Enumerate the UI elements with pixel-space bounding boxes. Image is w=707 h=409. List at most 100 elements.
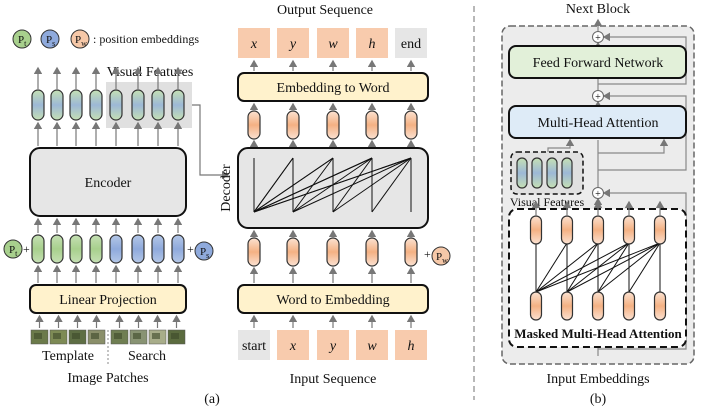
attention-line	[535, 242, 599, 293]
decoder-input-embedding	[326, 237, 340, 267]
encoder-side: Visual Features Encoder Pt + + Ps Linear…	[3, 65, 214, 386]
input-token: x	[289, 339, 297, 354]
add-icon	[592, 31, 604, 43]
encoder-output-token	[151, 89, 165, 121]
feed-forward-box	[508, 45, 687, 79]
block-visual-features-label: Visual Features	[510, 195, 585, 209]
patch-detail	[171, 333, 179, 339]
attention-line	[292, 157, 412, 213]
decoder-output-embedding	[286, 110, 300, 140]
attention-line	[332, 157, 412, 213]
ps-label: Ps	[200, 246, 209, 260]
masked-attention-output-token	[591, 215, 605, 245]
search-position-embedding	[194, 241, 214, 261]
patch-detail	[133, 333, 141, 339]
decoder-output-embedding	[365, 110, 379, 140]
encoder-output-token	[69, 89, 83, 121]
image-patches-label: Image Patches	[67, 371, 148, 386]
pt-label: Pt	[9, 244, 18, 258]
patch-detail	[114, 333, 122, 339]
encoder-output-token	[109, 89, 123, 121]
masked-attention-input-token	[591, 291, 605, 321]
word-position-icon	[70, 29, 90, 49]
template-token	[69, 234, 83, 264]
image-patches	[30, 314, 186, 345]
template-token	[89, 234, 103, 264]
encoder-label: Encoder	[85, 176, 132, 191]
encoder-output-token	[131, 89, 145, 121]
input-token-box	[238, 330, 270, 360]
block-visual-token	[516, 157, 528, 189]
input-token: y	[328, 339, 337, 354]
output-token-box	[395, 28, 427, 58]
patch-detail	[53, 333, 61, 339]
add-symbol: +	[595, 189, 601, 200]
masked-attention-input-token	[529, 291, 543, 321]
template-position-icon	[12, 29, 32, 49]
word-to-embedding-box	[237, 284, 429, 314]
template-label: Template	[42, 349, 94, 364]
add-nodes: + + +	[592, 31, 604, 200]
masked-attention-output-token	[560, 215, 574, 245]
block-side: Next Block + + + Feed Forward Network	[501, 2, 695, 387]
decoder-output-embedding	[326, 110, 340, 140]
encoder-output-tokens	[31, 66, 185, 146]
attention-line	[597, 242, 661, 293]
attention-line	[566, 242, 661, 293]
masked-attention-input-token	[653, 291, 667, 321]
encoder-output-token	[31, 89, 45, 121]
add-symbol: +	[595, 33, 601, 44]
decoder-input-embedding	[404, 237, 418, 267]
features-to-decoder-arrow	[192, 104, 230, 180]
block-visual-token	[531, 157, 543, 189]
linear-projection-label: Linear Projection	[59, 293, 157, 308]
decoder-label: Decoder	[219, 164, 234, 212]
decoder-output-embeddings	[247, 102, 418, 147]
patch-detail	[72, 333, 80, 339]
attention-line	[253, 157, 373, 213]
embedding-to-word-box	[237, 72, 429, 102]
block-visual-token	[546, 157, 558, 189]
output-token: h	[369, 37, 376, 52]
search-position-icon	[40, 29, 60, 49]
encoder-output-token	[171, 89, 185, 121]
output-token: y	[288, 37, 297, 52]
encoder-output-token	[50, 89, 64, 121]
patch-detail	[34, 333, 42, 339]
decoder-output-embedding	[404, 110, 418, 140]
masked-attention-tokens	[529, 200, 667, 321]
encoder-box	[29, 147, 187, 217]
masked-attention-label: Masked Multi-Head Attention	[514, 326, 682, 341]
input-token: w	[367, 339, 377, 354]
attention-line	[371, 157, 412, 213]
cross-attention-label: Multi-Head Attention	[538, 116, 659, 131]
output-token: x	[250, 37, 258, 52]
plus-left: +	[23, 242, 30, 256]
input-token-box	[356, 330, 388, 360]
template-token	[31, 234, 45, 264]
masked-attention-output-token	[622, 215, 636, 245]
feed-forward-label: Feed Forward Network	[533, 56, 664, 71]
add-icon	[592, 187, 604, 199]
input-token: h	[408, 339, 415, 354]
encoder-output-token	[89, 89, 103, 121]
patch-detail	[152, 333, 160, 339]
attention-line	[253, 157, 334, 213]
masked-attention-lines	[535, 242, 661, 293]
attention-line	[253, 157, 412, 213]
decoder-input-embedding	[365, 237, 379, 267]
pw-label: Pw	[436, 251, 448, 265]
input-token-box	[395, 330, 427, 360]
legend-text: : position embeddings	[93, 32, 199, 46]
caption-a: (a)	[204, 392, 220, 407]
output-token-box	[238, 28, 270, 58]
template-position-embedding	[3, 239, 23, 259]
plus-pw: +	[424, 247, 431, 261]
cross-attention-box	[508, 105, 687, 139]
search-token	[151, 234, 165, 264]
word-position-embedding	[431, 246, 451, 266]
